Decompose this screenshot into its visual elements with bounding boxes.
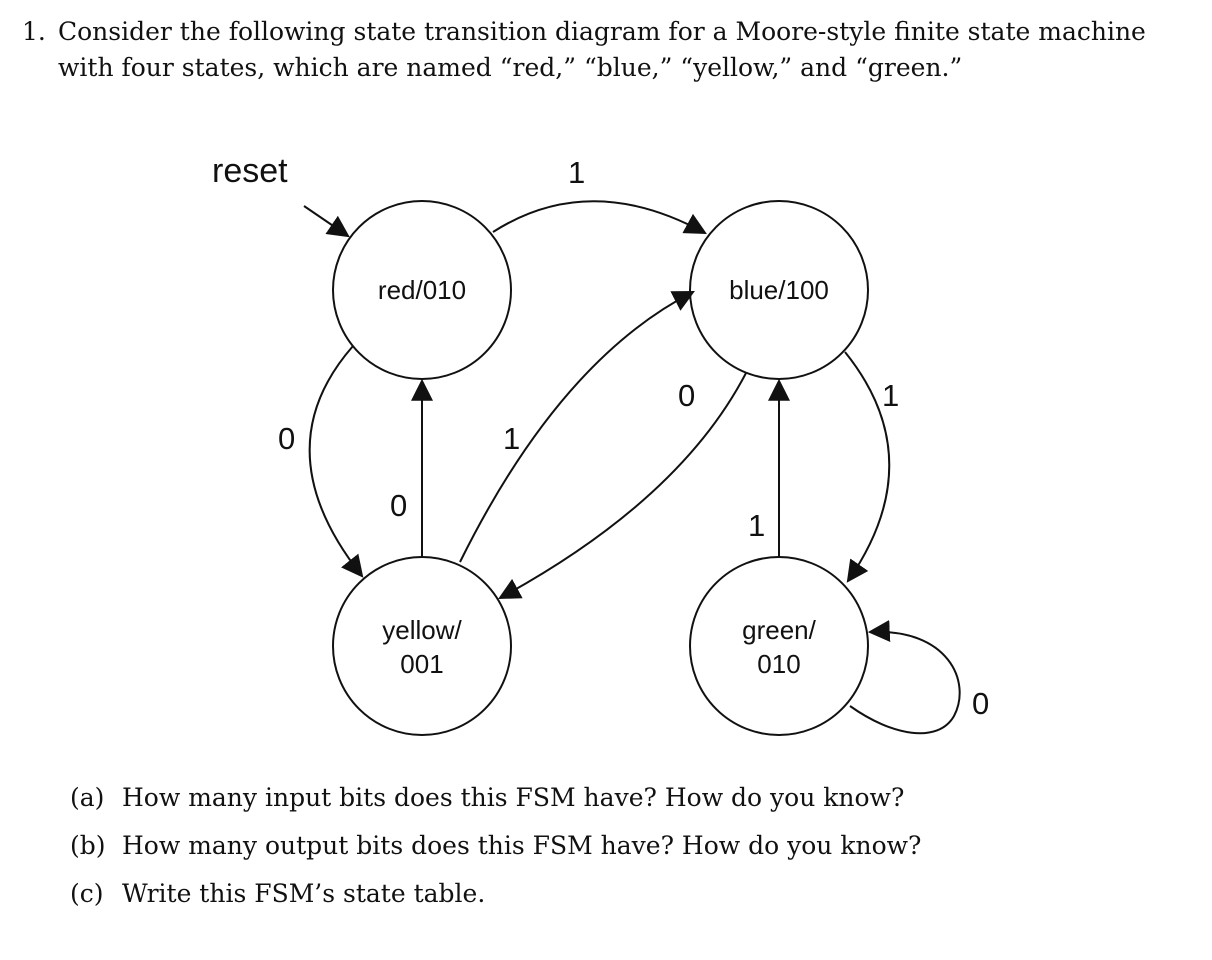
transition-red-to-blue-label: 1	[568, 155, 585, 190]
problem-text: Consider the following state transition …	[58, 17, 1146, 82]
transition-red-to-blue	[492, 200, 707, 235]
transition-green-self-loop	[849, 620, 961, 735]
reset-label: reset	[212, 152, 288, 190]
transition-yellow-to-blue-label: 1	[503, 421, 520, 456]
state-yellow: yellow/ 001	[332, 556, 512, 736]
question-list: (a) How many input bits does this FSM hav…	[70, 778, 1170, 922]
question-b: (b) How many output bits does this FSM ha…	[70, 826, 1170, 874]
transition-green-to-blue-label: 1	[748, 508, 765, 543]
problem-number: 1.	[22, 17, 46, 46]
transition-yellow-to-red-label: 0	[390, 488, 407, 523]
transition-blue-to-yellow	[498, 372, 747, 600]
question-a: (a) How many input bits does this FSM hav…	[70, 778, 1170, 826]
question-b-letter: (b)	[70, 831, 106, 860]
transition-blue-to-yellow-label: 0	[678, 378, 695, 413]
state-green-label-line1: green/	[742, 615, 816, 645]
question-a-letter: (a)	[70, 783, 105, 812]
state-red-label: red/010	[378, 275, 466, 305]
reset-arrow	[303, 205, 350, 238]
question-a-text: How many input bits does this FSM have? …	[122, 783, 905, 812]
state-yellow-label-line2: 001	[400, 649, 443, 679]
problem-statement: 1. Consider the following state transiti…	[22, 14, 1192, 86]
state-red: red/010	[332, 200, 512, 380]
transition-yellow-to-blue	[459, 290, 695, 563]
transition-blue-to-green-label: 1	[882, 378, 899, 413]
state-blue-label: blue/100	[729, 275, 829, 305]
state-green-label-line2: 010	[757, 649, 800, 679]
question-b-text: How many output bits does this FSM have?…	[122, 831, 922, 860]
question-c-letter: (c)	[70, 879, 104, 908]
question-c: (c) Write this FSM’s state table.	[70, 874, 1170, 922]
state-green: green/ 010	[689, 556, 869, 736]
state-yellow-label-line1: yellow/	[382, 615, 462, 645]
question-c-text: Write this FSM’s state table.	[122, 879, 486, 908]
transition-green-self-loop-label: 0	[972, 686, 989, 721]
transition-blue-to-green	[844, 351, 891, 583]
transition-red-to-yellow	[308, 345, 364, 578]
transition-red-to-yellow-label: 0	[278, 421, 295, 456]
state-blue: blue/100	[689, 200, 869, 380]
